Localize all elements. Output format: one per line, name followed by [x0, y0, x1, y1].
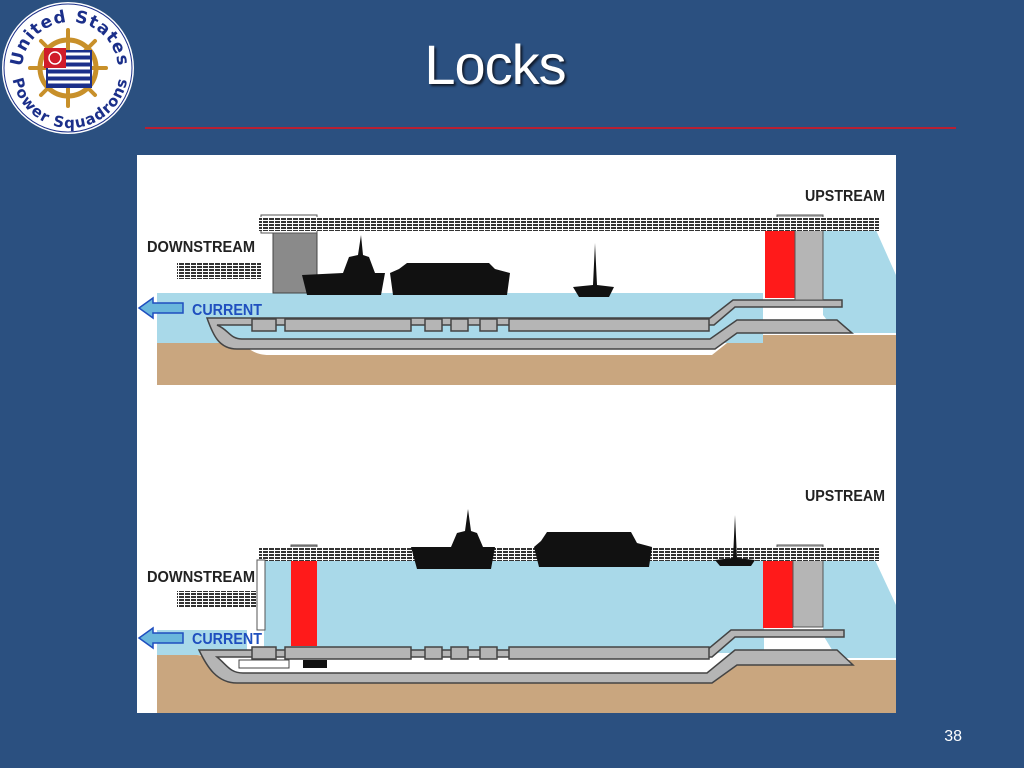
downstream-walkway [177, 263, 261, 279]
page-number: 38 [944, 728, 962, 745]
downstream-label: DOWNSTREAM [147, 239, 255, 256]
ground [157, 335, 896, 385]
warship-silhouette [411, 509, 495, 569]
warship-silhouette [302, 235, 385, 295]
lock-panel-low-water: UPSTREAM DOWNSTREAM CURRENT [137, 188, 896, 385]
lock-diagram: UPSTREAM DOWNSTREAM CURRENT [137, 155, 896, 713]
current-label: CURRENT [192, 302, 262, 319]
downstream-walkway [177, 591, 261, 607]
usps-logo: United States Power Squadrons [2, 2, 134, 134]
tugboat-silhouette [534, 532, 652, 567]
sailboat-silhouette [715, 515, 755, 566]
upstream-wall [792, 554, 824, 628]
current-arrow-icon [137, 296, 184, 320]
ship-wheel-icon [28, 28, 108, 108]
upstream-water [823, 228, 896, 333]
current-arrow-icon [137, 626, 184, 650]
tugboat-silhouette [390, 263, 510, 295]
upstream-gate-closed [763, 560, 793, 628]
chamber-water [264, 560, 764, 653]
upstream-wall [794, 229, 824, 301]
sailboat-silhouette [573, 243, 614, 297]
current-label: CURRENT [192, 631, 262, 648]
slide-title: Locks [424, 33, 566, 96]
upstream-label: UPSTREAM [805, 488, 885, 505]
upstream-gate-closed [765, 230, 795, 298]
ground [157, 655, 896, 713]
upstream-water [823, 560, 896, 658]
downstream-label: DOWNSTREAM [147, 569, 255, 586]
lock-wall-walkway [259, 217, 879, 231]
upstream-label: UPSTREAM [805, 188, 885, 205]
downstream-gate-closed [291, 560, 317, 646]
title-divider [145, 127, 956, 129]
lock-panel-high-water: UPSTREAM DOWNSTREAM CURRENT [137, 488, 896, 713]
